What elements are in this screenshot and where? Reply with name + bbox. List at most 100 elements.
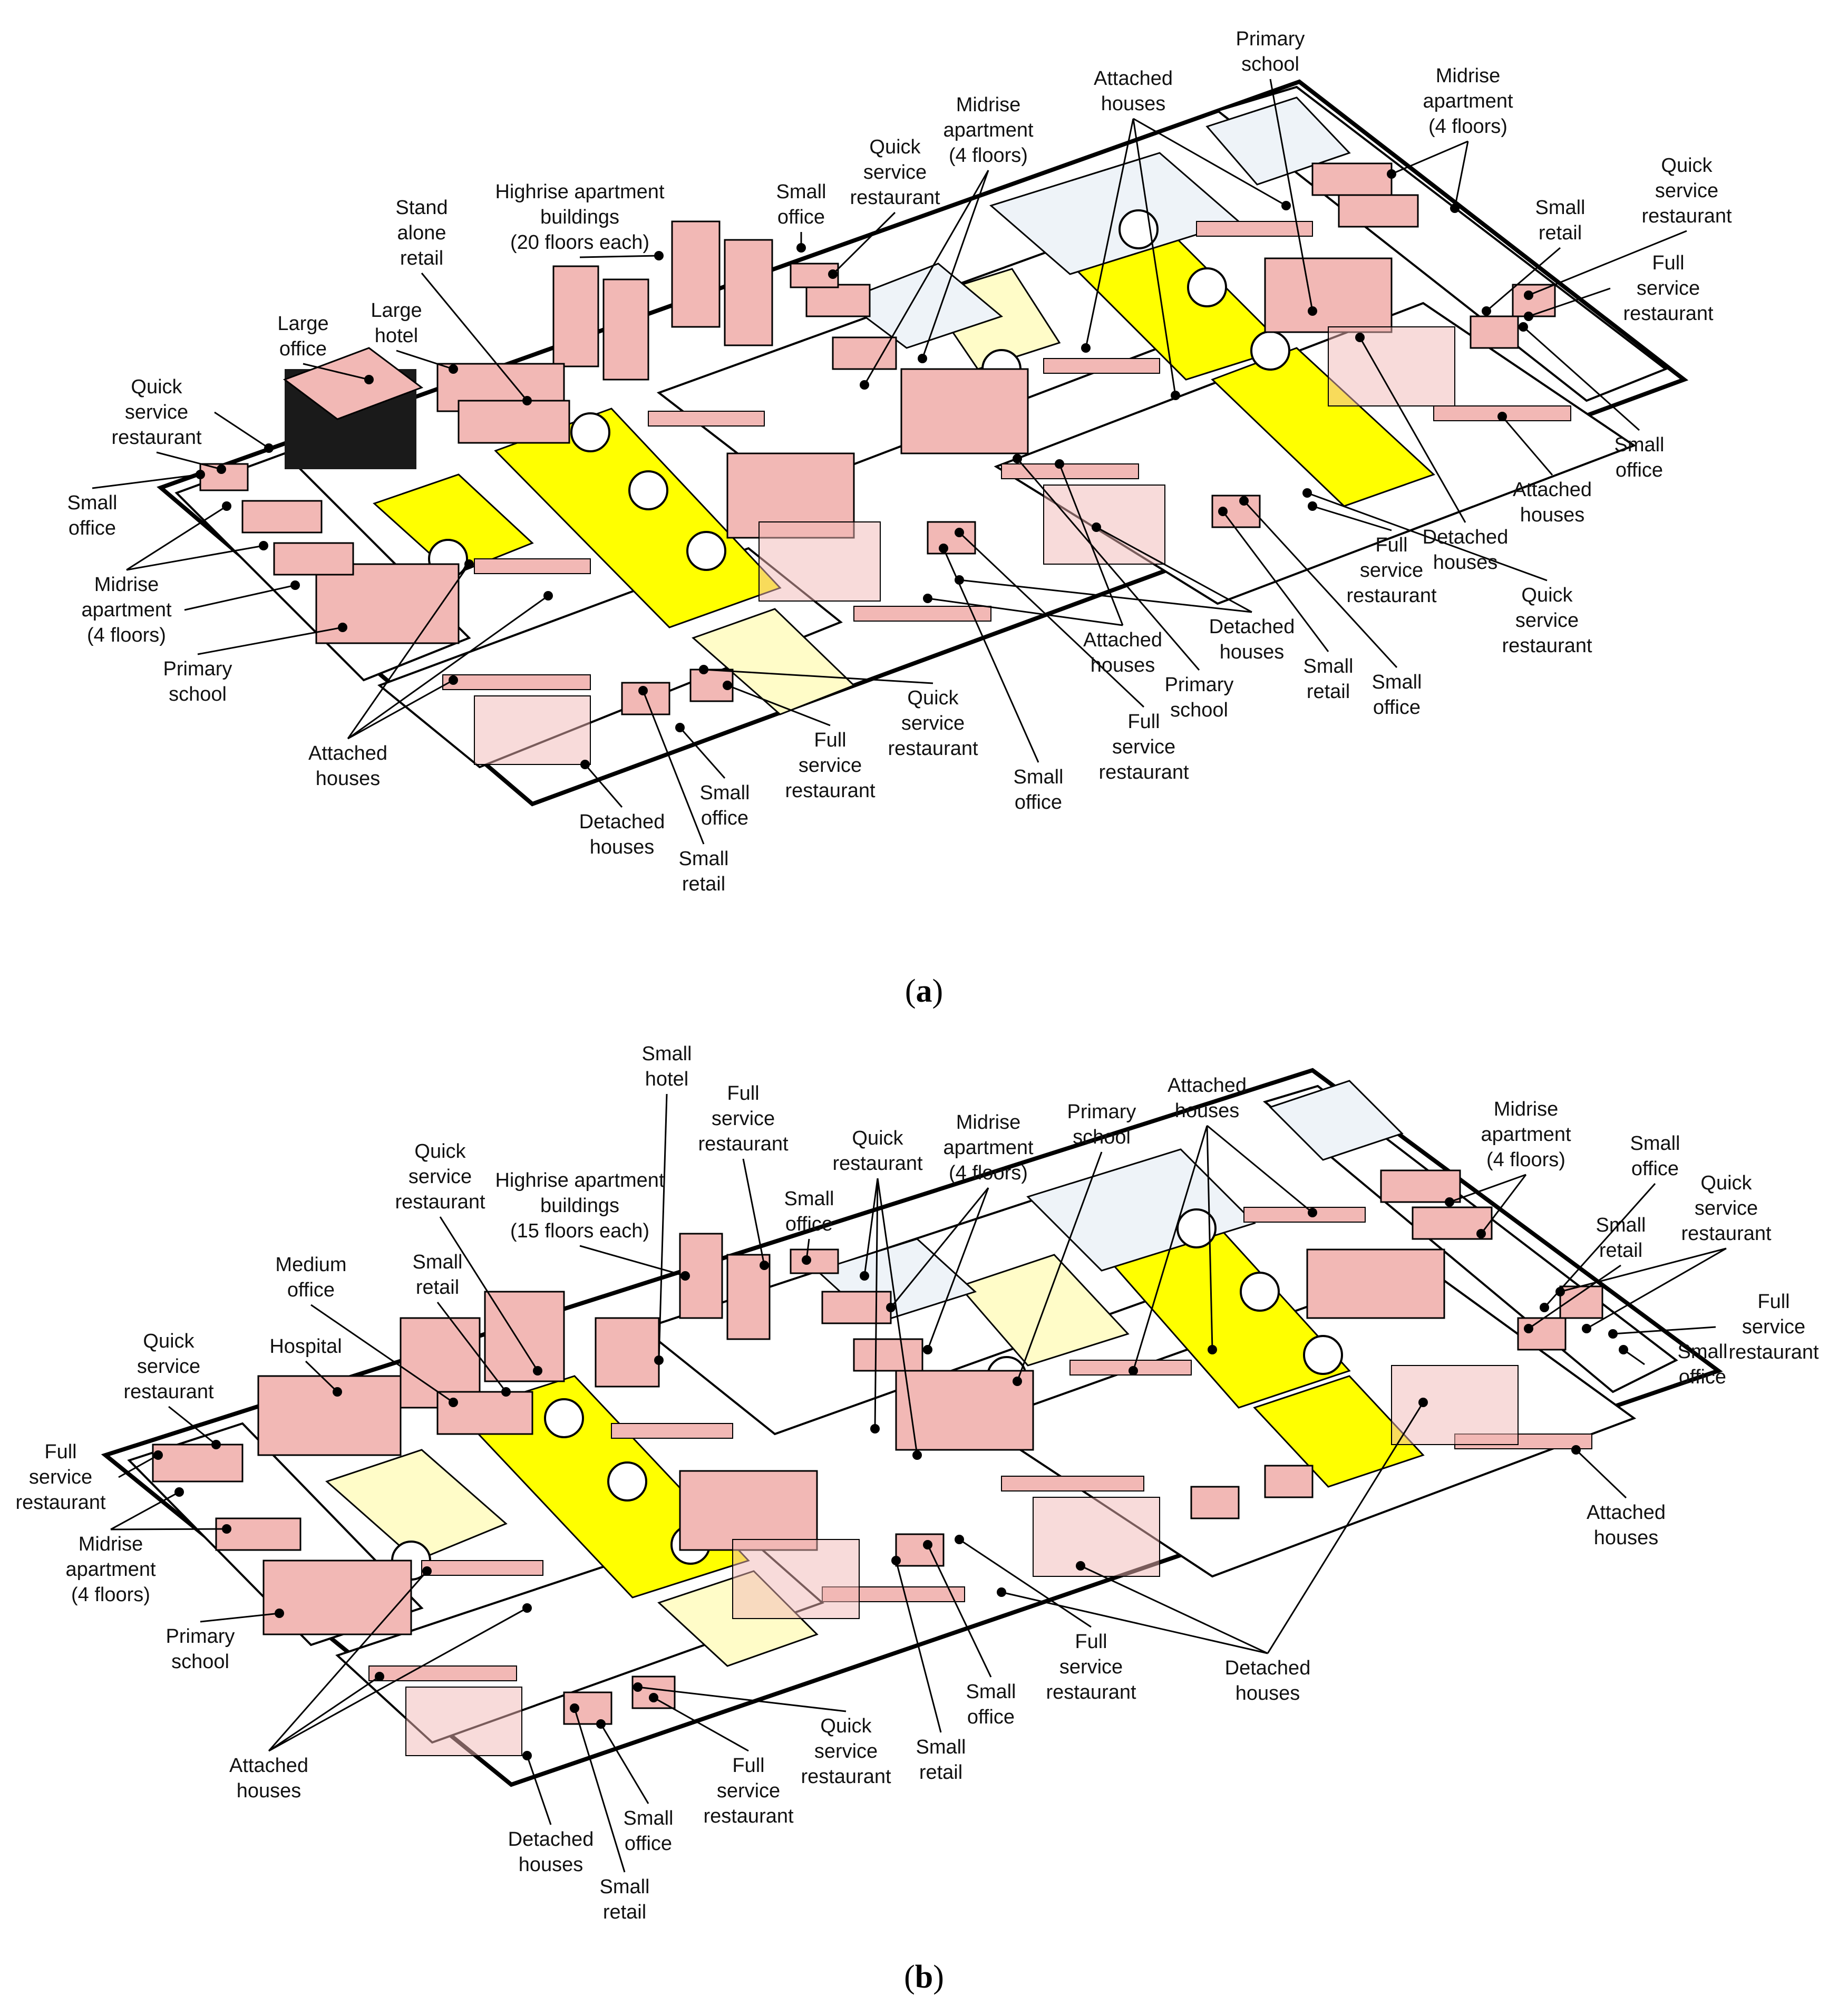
label-line: (20 floors each) [510,231,649,254]
label-line: service [863,161,927,183]
leader-dot [923,594,932,603]
detached-houses-group [474,695,591,765]
leader-line [1480,1174,1527,1234]
label-line: Primary [1236,28,1305,50]
school-building [262,1560,412,1635]
label-line: Primary [1165,674,1234,696]
leader-line [1207,1125,1313,1214]
attached-houses-row [853,606,991,622]
apartment-building [821,1291,892,1324]
park [373,473,534,576]
leader-line [927,597,1123,626]
label-line: school [1241,53,1299,75]
leader-dot [501,1387,511,1397]
leader-line [1528,287,1611,317]
school-building [1264,257,1393,333]
label-line: Full [732,1755,764,1777]
label-line: houses [590,836,655,858]
leader-dot [533,1366,542,1376]
leader-dot [275,1609,284,1618]
small-commercial [1517,1317,1567,1351]
label-line: Midrise [1494,1098,1558,1120]
label-line: service [814,1740,878,1762]
leader-line [1080,1565,1268,1654]
cul-de-sac [1240,1272,1280,1312]
leader-dot [1619,1345,1628,1354]
school-building [1306,1248,1445,1319]
leader-line [305,1360,338,1393]
label-line: service [408,1166,472,1188]
attached-houses-row [611,1423,733,1439]
leader-line [727,684,831,727]
label-line: Attached [1587,1502,1666,1524]
leader-line [310,1304,454,1403]
leader-dot [1582,1324,1591,1333]
label-line: Small [1303,655,1353,677]
leader-line [1486,247,1561,312]
leader-line [1307,492,1548,582]
leader-line [1528,230,1687,296]
leader-dot [570,1703,579,1713]
apartment-building [273,542,354,576]
detached-houses-group [1043,485,1165,565]
label-line: service [717,1780,780,1802]
label-line: office [1631,1158,1679,1180]
label-line: service [1112,736,1175,758]
label-line: Midrise [956,1111,1020,1134]
leader-line [679,727,726,779]
leader-line [200,1612,280,1623]
cul-de-sac [544,1398,584,1438]
label-line: Medium [275,1254,346,1276]
label-line: service [1742,1316,1805,1338]
label-line: Midrise [956,94,1020,116]
label-line: Quick [414,1140,466,1163]
label-line: Attached [1094,67,1173,90]
leader-dot [723,681,732,690]
label-line: school [171,1651,229,1673]
leader-dot [1281,201,1291,210]
leader-dot [449,364,458,374]
leader-line [927,1544,992,1678]
label-line: restaurant [395,1191,485,1213]
leader-line [1586,1247,1727,1330]
leader-dot [1076,1561,1085,1571]
label-line: Large [277,313,328,335]
attached-houses-row [648,411,765,427]
label-line: school [1073,1126,1131,1148]
leader-line [832,211,896,275]
leader-dot [259,541,268,550]
label-line: Small [623,1807,673,1829]
leader-line [156,451,222,470]
hotel-building [595,1317,660,1388]
label-line: service [1515,609,1579,632]
leader-line [118,1454,159,1478]
label-line: Primary [1067,1101,1136,1123]
leader-line [1206,1125,1213,1350]
leader-line [958,531,1145,708]
leader-line [126,505,227,571]
label-line: retail [682,873,725,895]
leader-dot [264,443,274,453]
small-commercial [895,1533,945,1567]
leader-dot [886,1303,896,1312]
label-line: service [137,1355,200,1378]
leader-line [1243,500,1398,669]
label-line: Full [1375,534,1407,556]
label-line: restaurant [801,1766,891,1788]
label-line: retail [1539,222,1582,244]
label-line: Attached [1083,629,1162,651]
leader-line [1501,416,1553,476]
